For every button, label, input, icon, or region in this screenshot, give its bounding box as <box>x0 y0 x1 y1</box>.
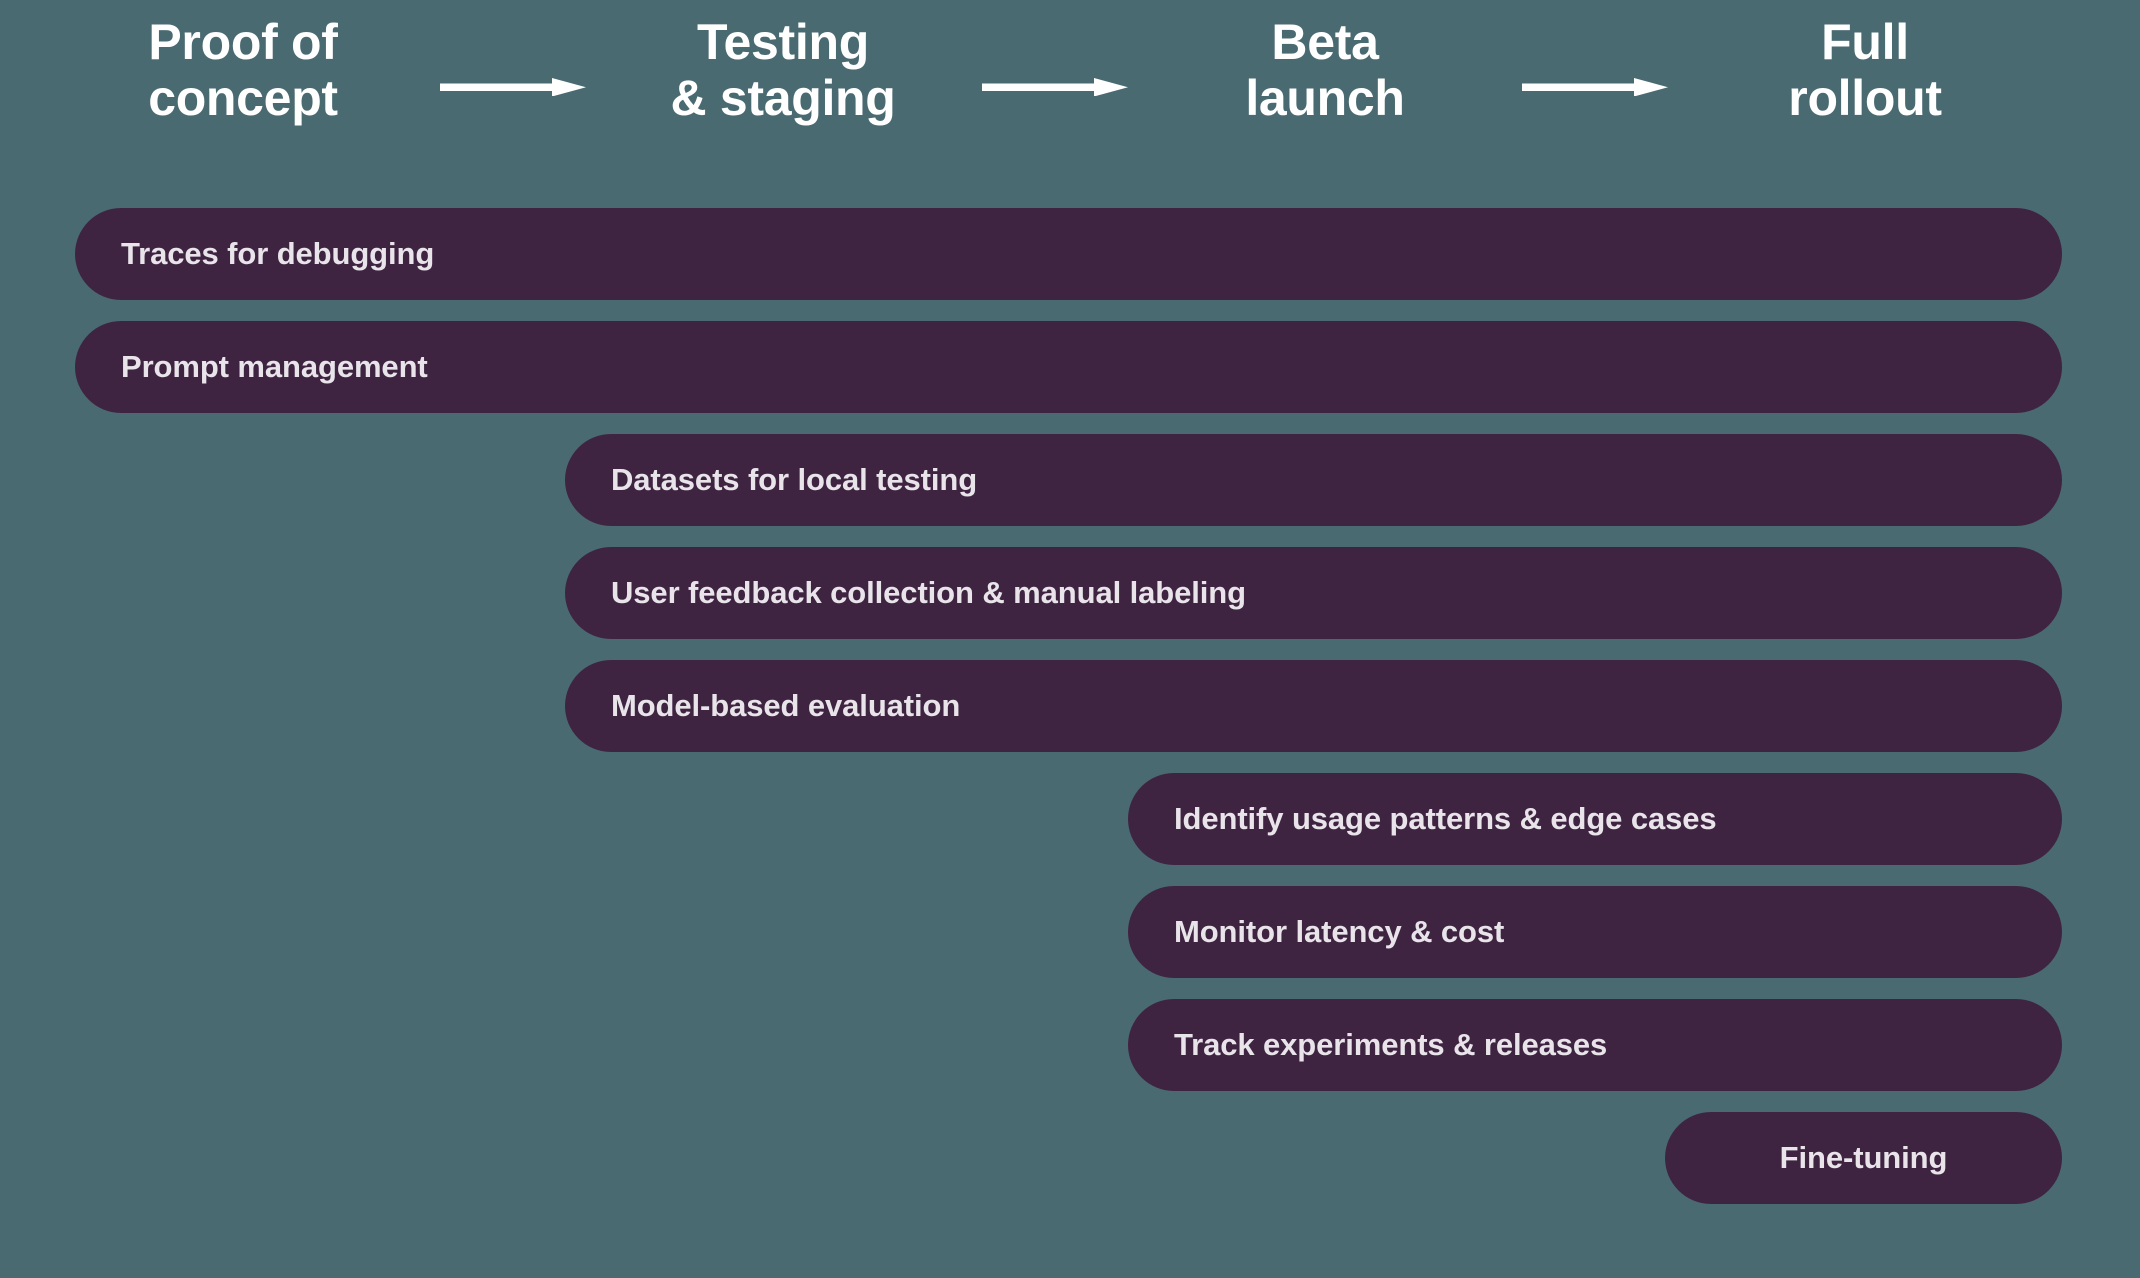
phase-label-line2: & staging <box>670 70 896 126</box>
capability-bar: Identify usage patterns & edge cases <box>1128 773 2062 865</box>
phase-label-proof-of-concept: Proof of concept <box>73 14 413 126</box>
capability-bar-label: Traces for debugging <box>121 236 435 271</box>
phase-label-line2: concept <box>148 70 338 126</box>
phase-label-line1: Beta <box>1271 14 1379 70</box>
capability-bar-label: Track experiments & releases <box>1174 1027 1608 1062</box>
capability-bar: Prompt management <box>75 321 2062 413</box>
capability-bar-label: Prompt management <box>121 349 428 384</box>
phase-label-line1: Proof of <box>148 14 338 70</box>
capability-bar: Track experiments & releases <box>1128 999 2062 1091</box>
capability-bar-label: Datasets for local testing <box>611 462 978 497</box>
capability-bar-label: Monitor latency & cost <box>1174 914 1505 949</box>
phase-label-beta-launch: Beta launch <box>1155 14 1495 126</box>
phase-label-line1: Testing <box>697 14 869 70</box>
capability-bar-label: Fine-tuning <box>1779 1140 1948 1175</box>
phase-label-testing-and-staging: Testing & staging <box>613 14 953 126</box>
capability-bar-label: User feedback collection & manual labeli… <box>611 575 1246 610</box>
capability-bar: Traces for debugging <box>75 208 2062 300</box>
arrow-right-icon <box>440 78 586 96</box>
capability-bar: Model-based evaluation <box>565 660 2062 752</box>
capability-bar-label: Model-based evaluation <box>611 688 961 723</box>
capability-bar: Monitor latency & cost <box>1128 886 2062 978</box>
phase-label-line2: launch <box>1245 70 1405 126</box>
phase-label-line1: Full <box>1821 14 1909 70</box>
capability-bar-label: Identify usage patterns & edge cases <box>1174 801 1717 836</box>
capability-bar: Datasets for local testing <box>565 434 2062 526</box>
phase-label-line2: rollout <box>1788 70 1942 126</box>
phase-label-full-rollout: Full rollout <box>1695 14 2035 126</box>
arrow-right-icon <box>982 78 1128 96</box>
phase-timeline-header: Proof of concept Testing & staging Beta … <box>0 0 2140 175</box>
arrow-right-icon <box>1522 78 1668 96</box>
capability-bar: User feedback collection & manual labeli… <box>565 547 2062 639</box>
capability-bar: Fine-tuning <box>1665 1112 2062 1204</box>
